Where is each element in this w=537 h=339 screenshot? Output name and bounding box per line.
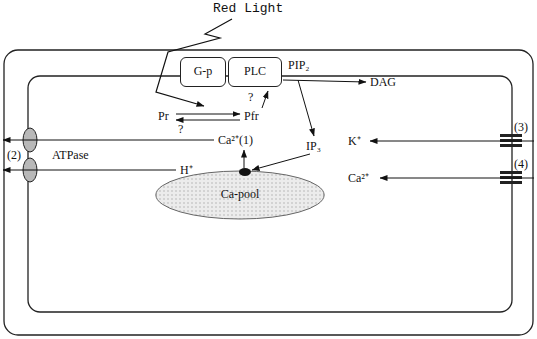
calcium-pool: Ca-pool [155, 170, 325, 220]
substrate-label: PIP₂ [288, 58, 310, 72]
enzyme-box: PLC [228, 57, 282, 87]
cell-wall [4, 50, 533, 335]
ca-efflux-arrow [3, 140, 214, 141]
forward-arrow [176, 114, 240, 115]
ip3-receptor-arrow [252, 154, 310, 170]
dag-arrow [283, 80, 366, 82]
signal-arrow [262, 91, 268, 108]
proton-efflux-arrow [3, 170, 176, 171]
node-text: G-p [194, 65, 213, 78]
callout-number: (3) [514, 120, 528, 134]
ion-label: H⁺ [180, 163, 193, 177]
pump-label: ATPase [52, 148, 89, 162]
k-influx-arrow [370, 141, 534, 142]
plasma-membrane [28, 76, 512, 312]
light-label: Red Light [213, 2, 283, 16]
reverse-arrow [176, 120, 240, 121]
callout-number: (4) [514, 157, 528, 171]
question-mark: ? [178, 122, 183, 136]
pigment-label: Pfr [244, 109, 259, 123]
pigment-label: Pr [158, 109, 169, 123]
ca-release-arrow [244, 150, 245, 168]
light-bolt [156, 19, 232, 106]
question-mark: ? [248, 90, 253, 104]
node-text: PLC [244, 65, 266, 78]
product-label: DAG [370, 75, 396, 89]
protein-box: G-p [180, 57, 226, 87]
node-text: Ca-pool [221, 188, 260, 201]
ip3-arrow [298, 80, 314, 136]
ca-influx-arrow [380, 178, 534, 179]
callout-number: (2) [7, 148, 21, 162]
ion-label: Ca²⁺(1) [218, 133, 253, 147]
ion-label: K⁺ [348, 134, 361, 148]
ion-label: Ca²⁺ [348, 171, 369, 185]
messenger-label: IP₃ [306, 139, 321, 153]
